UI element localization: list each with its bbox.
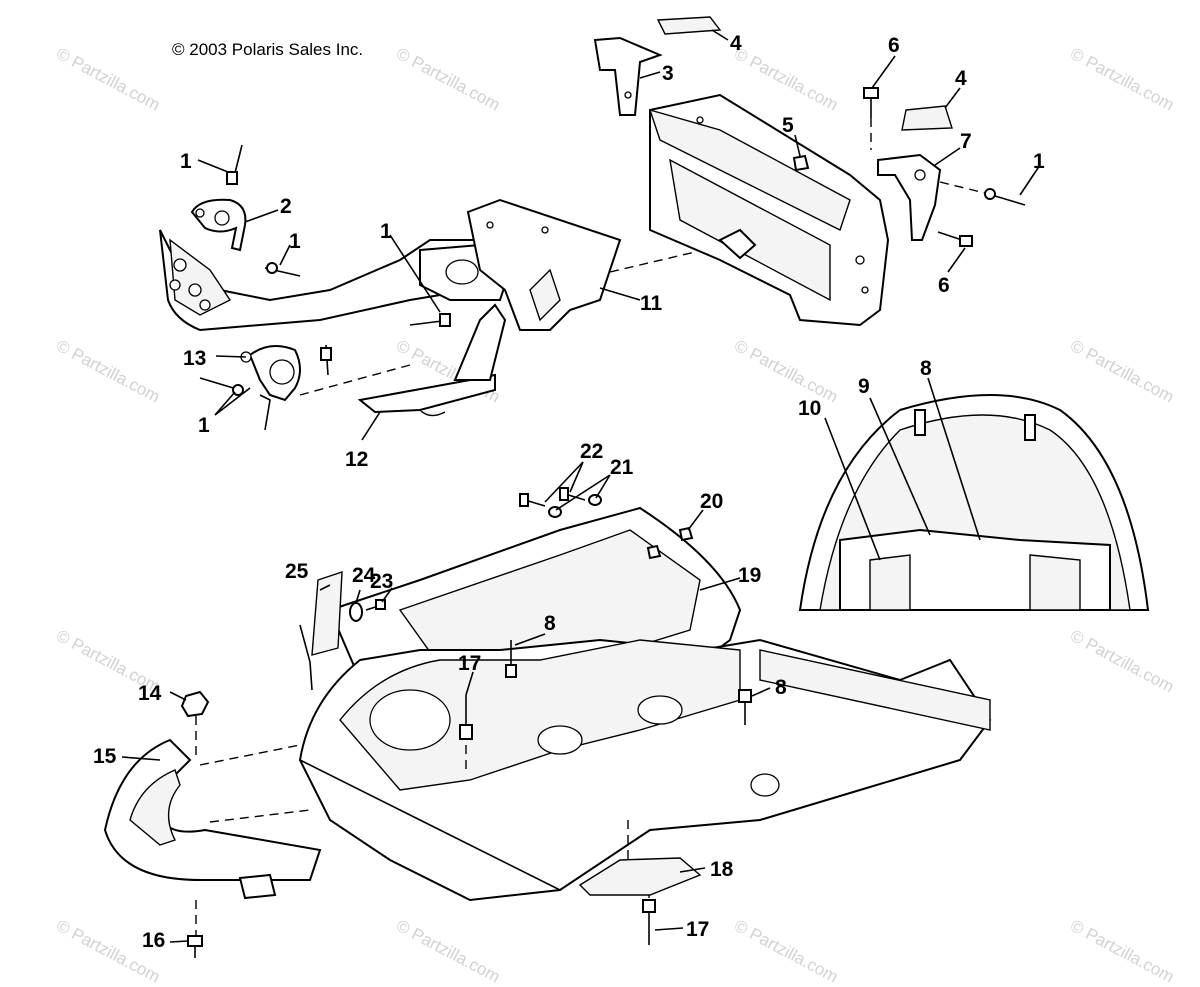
callout-20: 20 <box>700 490 723 513</box>
copyright-notice: © 2003 Polaris Sales Inc. <box>172 40 364 59</box>
callout-11: 11 <box>640 292 663 315</box>
callout-8: 8 <box>920 357 932 380</box>
callout-22: 22 <box>580 440 603 463</box>
callout-1: 1 <box>1033 150 1045 173</box>
rear-crossmember <box>648 93 890 327</box>
callout-7: 7 <box>960 130 972 153</box>
callout-15: 15 <box>93 745 117 768</box>
front-frame-rail <box>159 229 507 332</box>
hood-inset-view <box>798 394 1150 611</box>
pad-4 <box>656 16 722 35</box>
callout-23: 23 <box>370 570 393 593</box>
bolt-6 <box>937 231 973 247</box>
washer-24 <box>349 602 363 622</box>
bracket-13 <box>240 345 301 402</box>
callout-8: 8 <box>775 676 787 699</box>
callout-14: 14 <box>138 682 162 705</box>
callout-10: 10 <box>798 397 821 420</box>
bolt-6 <box>863 87 879 118</box>
callout-1: 1 <box>289 230 301 253</box>
callout-9: 9 <box>858 375 870 398</box>
callout-1: 1 <box>180 150 192 173</box>
bolt-1 <box>320 344 332 376</box>
callout-21: 21 <box>610 456 634 479</box>
pad-4 <box>901 105 953 131</box>
callout-24: 24 <box>352 564 376 587</box>
callout-25: 25 <box>285 560 309 583</box>
callout-6: 6 <box>938 274 950 297</box>
bolt-8 <box>505 640 517 678</box>
decal-25 <box>311 571 343 656</box>
bolt-17 <box>459 695 473 740</box>
bolt-22 <box>519 487 586 507</box>
bracket-2 <box>190 198 247 252</box>
bolt-1 <box>264 262 301 277</box>
callout-16: 16 <box>142 929 165 952</box>
bolt-17 <box>642 899 656 945</box>
callout-17: 17 <box>686 918 709 941</box>
bolt-1 <box>409 313 451 327</box>
callout-1: 1 <box>198 414 210 437</box>
bolt-1 <box>199 377 244 396</box>
bumper-15 <box>103 738 322 900</box>
bracket-7 <box>877 153 942 241</box>
bolt-8 <box>738 689 752 725</box>
bolt-16 <box>187 935 203 958</box>
callout-19: 19 <box>738 564 761 587</box>
callout-1: 1 <box>380 220 392 243</box>
screw-23 <box>365 599 386 611</box>
callout-18: 18 <box>710 858 734 881</box>
callout-2: 2 <box>280 195 292 218</box>
callout-4: 4 <box>955 67 967 90</box>
nut-5 <box>792 154 810 172</box>
callout-17: 17 <box>458 652 481 675</box>
leader-lines <box>121 29 1041 943</box>
callout-5: 5 <box>782 114 794 137</box>
callout-12: 12 <box>345 448 368 471</box>
bolt-1 <box>226 144 243 186</box>
callout-8: 8 <box>544 612 556 635</box>
callout-13: 13 <box>183 347 206 370</box>
washer-21 <box>548 494 602 518</box>
nut-20 <box>646 526 694 560</box>
nosepan-belly <box>298 638 992 902</box>
bracket-3 <box>593 36 663 116</box>
support-arm-12 <box>357 303 507 417</box>
nut-14 <box>180 690 210 718</box>
callout-3: 3 <box>662 62 674 85</box>
skid-plate-18 <box>578 857 702 896</box>
callout-6: 6 <box>888 34 900 57</box>
callout-4: 4 <box>730 32 742 55</box>
bolt-1 <box>984 188 1026 206</box>
bulkhead-11 <box>466 198 622 331</box>
